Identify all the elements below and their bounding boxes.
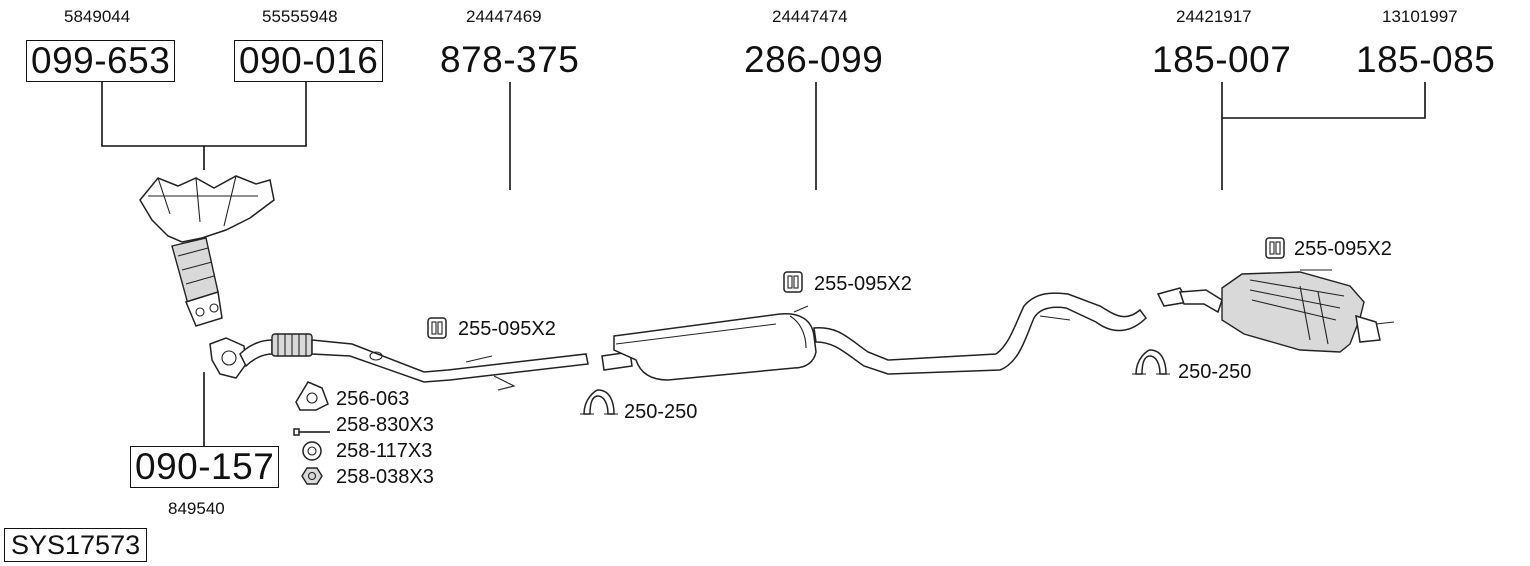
accessory-label-clamp-2[interactable]: 250-250 bbox=[1178, 361, 1252, 383]
accessory-label-nut[interactable]: 258-038X3 bbox=[336, 466, 434, 488]
rubber-mount-icon bbox=[427, 317, 447, 339]
clamp-icon bbox=[1132, 349, 1170, 375]
rubber-mount-icon bbox=[1265, 237, 1285, 259]
gasket-icon bbox=[295, 381, 329, 411]
nut-icon bbox=[301, 467, 323, 485]
system-code: SYS17573 bbox=[4, 528, 148, 562]
leader-rear-muffler bbox=[1221, 82, 1426, 190]
part-number-front-pipe[interactable]: 878-375 bbox=[440, 39, 580, 80]
washer-icon bbox=[302, 441, 322, 461]
part-number-flex-pipe[interactable]: 090-157 bbox=[130, 446, 280, 488]
leader-manifold-bracket bbox=[101, 82, 307, 147]
leader-lines bbox=[101, 82, 1426, 446]
front-pipe-illustration bbox=[209, 333, 589, 391]
part-number-rear-muffler-2[interactable]: 185-085 bbox=[1356, 39, 1496, 80]
accessory-label-mount-2[interactable]: 255-095X2 bbox=[814, 273, 912, 295]
oe-reference-manifold-2: 55555948 bbox=[262, 7, 338, 26]
part-number-manifold-2[interactable]: 090-016 bbox=[234, 40, 384, 82]
accessory-icons bbox=[293, 237, 1285, 485]
part-number-rear-muffler[interactable]: 185-007 bbox=[1152, 39, 1292, 80]
oe-reference-manifold: 5849044 bbox=[64, 7, 131, 26]
accessory-label-bolt[interactable]: 258-830X3 bbox=[336, 414, 434, 436]
rear-muffler-illustration bbox=[1156, 269, 1395, 353]
oe-reference-flex-pipe: 849540 bbox=[168, 499, 225, 518]
accessory-label-mount-1[interactable]: 255-095X2 bbox=[458, 318, 556, 340]
oe-reference-center-muffler: 24447474 bbox=[772, 7, 848, 26]
accessory-label-gasket[interactable]: 256-063 bbox=[336, 388, 410, 410]
rubber-mount-icon bbox=[783, 271, 803, 293]
accessory-label-washer[interactable]: 258-117X3 bbox=[336, 440, 433, 462]
center-muffler-illustration bbox=[601, 292, 1147, 381]
oe-reference-rear-muffler-2: 13101997 bbox=[1382, 7, 1458, 26]
oe-reference-front-pipe: 24447469 bbox=[466, 7, 542, 26]
exhaust-manifold-illustration bbox=[139, 175, 275, 327]
bolt-icon bbox=[293, 428, 330, 436]
accessory-label-clamp-1[interactable]: 250-250 bbox=[624, 401, 698, 423]
clamp-icon bbox=[580, 389, 618, 415]
part-number-manifold[interactable]: 099-653 bbox=[26, 40, 176, 82]
accessory-label-mount-3[interactable]: 255-095X2 bbox=[1294, 238, 1392, 260]
part-number-center-muffler[interactable]: 286-099 bbox=[744, 39, 884, 80]
oe-reference-rear-muffler: 24421917 bbox=[1176, 7, 1252, 26]
